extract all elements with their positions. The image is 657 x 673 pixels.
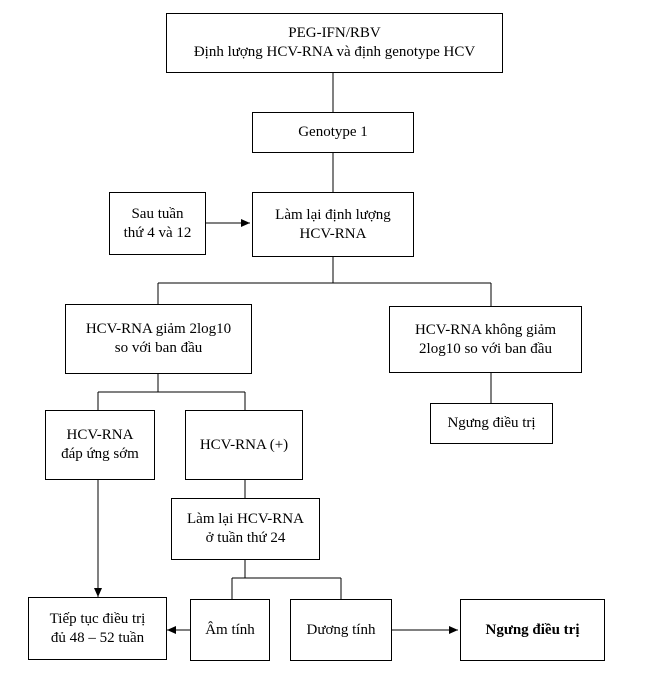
node-early-response: HCV-RNA đáp ứng sớm: [45, 410, 155, 480]
node-no-decrease: HCV-RNA không giảm 2log10 so với ban đầu: [389, 306, 582, 373]
node-stop-treatment-2-label: Ngưng điều trị: [485, 621, 580, 638]
node-positive-result: Dương tính: [290, 599, 392, 661]
node-stop-treatment-1-label: Ngưng điều trị: [447, 415, 536, 431]
node-decrease-line-1: HCV-RNA giảm 2log10: [85, 321, 232, 337]
node-positive: HCV-RNA (+): [185, 410, 303, 480]
node-start: PEG-IFN/RBV Định lượng HCV-RNA và định g…: [166, 13, 503, 73]
node-week24: Làm lại HCV-RNA ở tuần thứ 24: [171, 498, 320, 560]
node-negative: Âm tính: [190, 599, 270, 661]
node-no-decrease-line-1: HCV-RNA không giảm: [414, 321, 557, 338]
node-early-response-line-1: HCV-RNA: [66, 427, 134, 443]
node-stop-treatment-1: Ngưng điều trị: [430, 403, 553, 444]
node-requant: Làm lại định lượng HCV-RNA: [252, 192, 414, 257]
node-after-week-line-2: thứ 4 và 12: [123, 224, 192, 241]
node-requant-line-1: Làm lại định lượng: [275, 206, 391, 223]
node-after-week: Sau tuần thứ 4 và 12: [109, 192, 206, 255]
node-genotype: Genotype 1: [252, 112, 414, 153]
node-decrease-line-2: so với ban đầu: [114, 340, 203, 356]
node-requant-line-2: HCV-RNA: [299, 225, 367, 242]
node-genotype-label: Genotype 1: [298, 124, 368, 140]
node-continue-line-2: đủ 48 – 52 tuần: [50, 629, 145, 646]
node-continue-treatment: Tiếp tục điều trị đủ 48 – 52 tuần: [28, 597, 167, 660]
node-start-line-2: Định lượng HCV-RNA và định genotype HCV: [193, 44, 476, 60]
node-stop-treatment-2: Ngưng điều trị: [460, 599, 605, 661]
node-decrease: HCV-RNA giảm 2log10 so với ban đầu: [65, 304, 252, 374]
node-continue-line-1: Tiếp tục điều trị: [49, 610, 146, 627]
node-early-response-line-2: đáp ứng sớm: [61, 446, 139, 462]
node-week24-line-1: Làm lại HCV-RNA: [187, 511, 304, 527]
node-positive-label: HCV-RNA (+): [199, 436, 289, 453]
node-negative-label: Âm tính: [205, 621, 255, 638]
node-start-line-1: PEG-IFN/RBV: [288, 25, 381, 41]
node-no-decrease-line-2: 2log10 so với ban đầu: [419, 340, 552, 357]
node-positive-result-label: Dương tính: [306, 621, 376, 638]
node-after-week-line-1: Sau tuần: [131, 205, 184, 222]
node-week24-line-2: ở tuần thứ 24: [205, 530, 286, 546]
